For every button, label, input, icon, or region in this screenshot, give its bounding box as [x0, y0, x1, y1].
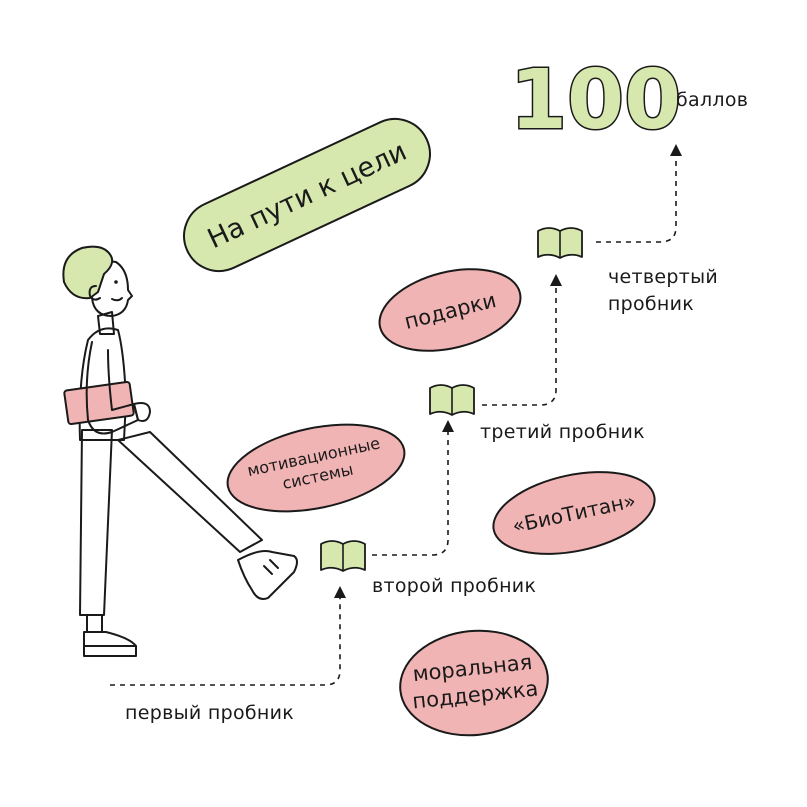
torso: [78, 327, 127, 441]
score-unit: баллов: [676, 89, 748, 111]
arrow-head-icon: [550, 274, 562, 286]
arrow-head-icon: [442, 420, 454, 432]
bubble-gifts: подарки: [378, 268, 522, 352]
book-icon: [429, 384, 475, 416]
progress-path: [110, 144, 682, 686]
standing-leg: [79, 429, 113, 616]
hand: [133, 402, 151, 422]
score-value: 100: [510, 53, 681, 148]
step-label-first: первый пробник: [125, 702, 294, 724]
step-label-second: второй пробник: [372, 575, 536, 597]
held-book-icon: [63, 380, 135, 426]
person-illustration: [62, 245, 298, 657]
shoe-icon: [83, 631, 137, 657]
bubble-motivation: мотивационные системы: [226, 423, 406, 513]
arrow-head-icon: [334, 586, 346, 598]
hair: [62, 245, 114, 300]
step-label-fourth-line2: пробник: [608, 293, 694, 315]
step-label-fourth-line1: четвертый: [608, 266, 718, 288]
book-icon: [537, 227, 583, 259]
arrow-head-icon: [670, 144, 682, 156]
step-label-third: третий пробник: [480, 421, 645, 443]
raised-leg: [117, 431, 263, 553]
sneaker-icon: [237, 550, 298, 600]
arm: [85, 341, 139, 435]
bubble-support: моральная поддержка: [399, 629, 549, 737]
title-pill: На пути к цели: [183, 118, 431, 272]
book-icon: [320, 540, 366, 572]
bubble-biotitan: «БиоТитан»: [492, 471, 656, 555]
